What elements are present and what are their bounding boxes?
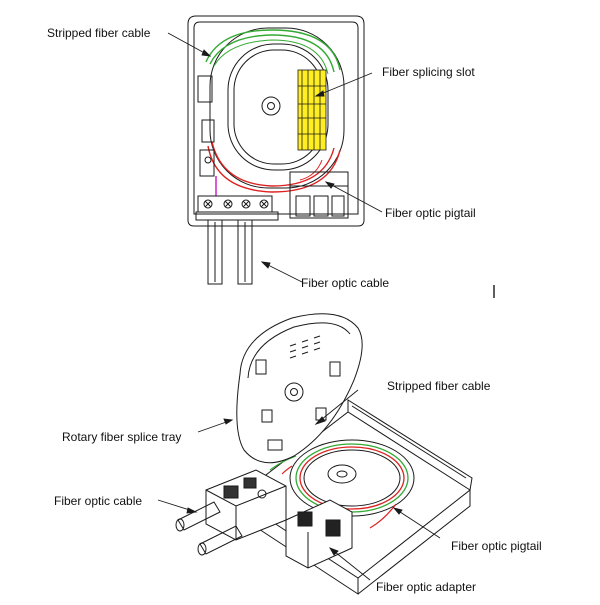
top-adapter-port-1 — [295, 195, 311, 217]
bottom-fiber-red-pigtail — [369, 503, 397, 529]
bottom-spool-hub — [327, 464, 357, 484]
top-center-hub-hole — [267, 102, 275, 110]
top-fiber-red-2 — [211, 141, 335, 187]
bottom-adapter-port-1 — [297, 511, 313, 527]
label-rotary-fiber-splice-tray: Rotary fiber splice tray — [62, 430, 182, 444]
bottom-box-base-wall-inner — [351, 405, 467, 479]
label-fiber-splicing-slot: Fiber splicing slot — [382, 65, 475, 79]
top-clamp-screws — [203, 199, 269, 209]
bottom-termination-box — [157, 313, 473, 595]
label-fiber-optic-adapter: Fiber optic adapter — [376, 580, 477, 594]
top-termination-box — [167, 15, 495, 298]
bottom-fiber-red-lead — [281, 465, 293, 475]
label-fiber-optic-pigtail-bottom: Fiber optic pigtail — [451, 539, 542, 553]
bottom-splice-tray-rim — [247, 322, 351, 379]
top-fiber-green-2 — [209, 34, 335, 73]
bottom-fiber-green-lead — [269, 455, 297, 471]
top-fiber-red — [207, 145, 341, 193]
top-fiber-green-3 — [213, 39, 329, 75]
bottom-tray-slots — [289, 335, 321, 359]
bottom-fiber-green — [295, 443, 409, 513]
top-fiber-track-outer — [209, 27, 345, 189]
top-fiber-red-3 — [299, 159, 323, 181]
bottom-spool-ring-inner — [303, 449, 401, 507]
bottom-fiber-red — [299, 446, 405, 510]
top-left-clip-3 — [199, 149, 215, 177]
top-splice-slot — [297, 69, 327, 151]
top-left-clip-1 — [197, 75, 213, 103]
label-stripped-fiber-cable-top: Stripped fiber cable — [47, 26, 151, 40]
bottom-box-base-wall — [347, 399, 473, 491]
top-box-housing — [187, 15, 365, 227]
top-center-hub — [261, 96, 281, 116]
bottom-splice-tray — [236, 313, 363, 464]
bottom-tray-hub — [284, 382, 304, 402]
bottom-fiber-cables — [175, 501, 243, 556]
top-splice-protectors — [298, 70, 326, 150]
label-fiber-optic-pigtail-top: Fiber optic pigtail — [385, 206, 476, 220]
top-adapter-port-3 — [331, 195, 345, 217]
bottom-leader-lines — [157, 389, 441, 581]
top-box-inner-wall — [193, 21, 359, 215]
top-fiber-green — [205, 29, 341, 71]
bottom-adapter-port-2 — [325, 519, 341, 537]
top-left-screw — [204, 156, 212, 164]
top-fiber-cables — [207, 219, 253, 285]
top-adapter-block — [289, 171, 349, 219]
top-leader-lines — [167, 32, 383, 283]
top-cable-clamp — [197, 195, 273, 213]
label-stripped-fiber-cable-bottom: Stripped fiber cable — [387, 379, 491, 393]
label-fiber-optic-cable-top: Fiber optic cable — [301, 276, 390, 290]
label-fiber-optic-cable-bottom: Fiber optic cable — [54, 494, 143, 508]
top-spool-outer — [227, 43, 329, 171]
top-left-clip-2 — [201, 119, 215, 143]
top-adapter-port-2 — [313, 195, 329, 217]
